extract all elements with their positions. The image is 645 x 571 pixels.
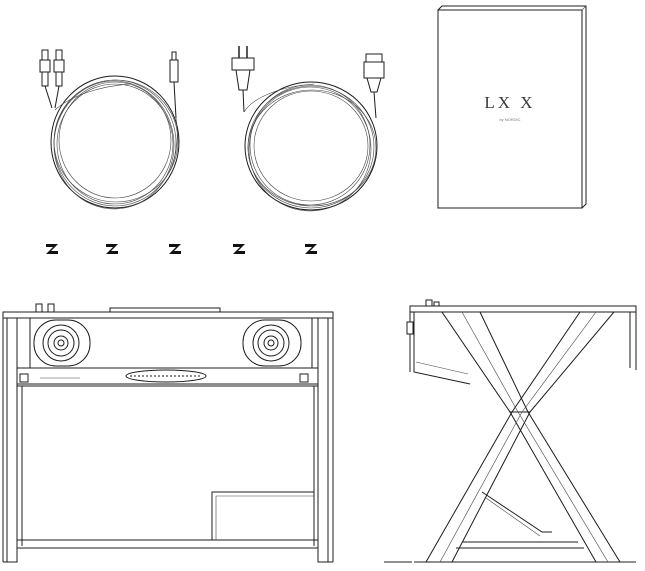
rca-audio-cable <box>39 49 180 210</box>
right-speaker-icon <box>242 319 302 367</box>
screw-icon <box>305 244 317 254</box>
drawer-handle <box>125 369 207 383</box>
screw-icon <box>169 244 181 254</box>
power-cord <box>231 46 385 212</box>
power-plug <box>231 46 255 113</box>
screws-row <box>46 244 317 254</box>
rca-plugs <box>39 49 65 109</box>
screw-icon <box>106 244 118 254</box>
mini-jack-plug <box>169 51 179 119</box>
rca-cable-coil <box>50 75 180 210</box>
screw-icon <box>46 244 58 254</box>
manual-title: LX X <box>484 93 535 112</box>
power-cord-coil <box>243 81 378 212</box>
user-manual: LX X by NORDIC <box>437 5 587 209</box>
manual-subtitle: by NORDIC <box>499 117 520 122</box>
desk-side-view <box>384 299 637 563</box>
desk-front-view <box>2 303 334 563</box>
x-frame-legs <box>414 311 636 563</box>
screw-icon <box>233 244 245 254</box>
left-speaker-icon <box>33 319 91 367</box>
iec-connector <box>363 53 385 119</box>
